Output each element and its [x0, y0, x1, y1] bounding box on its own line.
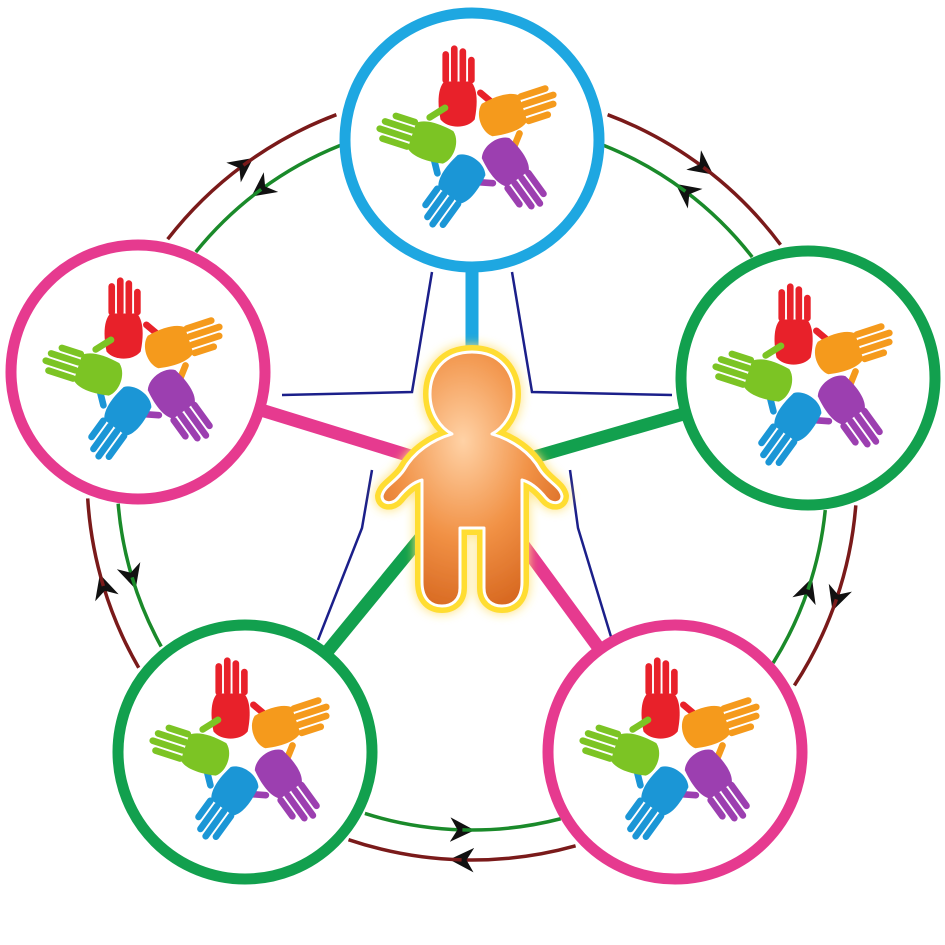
outer-ring-arrow: [792, 598, 839, 687]
outer-ring-arrow: [85, 498, 106, 587]
inner-ring-arrow: [364, 811, 475, 842]
outer-ring-arrow: [702, 165, 782, 246]
inner-ring-arrow: [194, 187, 263, 254]
person-icon: [375, 345, 569, 613]
inner-ring-arrow: [771, 577, 816, 665]
connection-rings: [85, 113, 858, 873]
outer-ring-arrow: [828, 505, 858, 611]
node-bottom-right: [542, 619, 808, 885]
node-bottom-left: [112, 619, 378, 885]
outer-ring-arrow: [449, 844, 577, 873]
inner-ring-arrow: [675, 183, 754, 259]
outer-ring-arrow: [166, 157, 254, 241]
center-person: [375, 345, 569, 613]
inner-ring-arrow: [806, 509, 828, 591]
outer-ring-arrow: [95, 574, 141, 669]
inner-ring-arrow: [130, 576, 163, 648]
inner-ring-arrow: [603, 143, 687, 193]
node-left: [5, 239, 271, 505]
node-top: [339, 7, 605, 273]
node-circles: [5, 7, 941, 885]
inner-ring-arrow: [462, 817, 562, 832]
star-line: [281, 271, 673, 641]
node-ring: [112, 619, 378, 885]
outer-ring-arrow: [347, 838, 462, 862]
inner-ring-arrow: [116, 503, 141, 590]
node-ring: [5, 239, 271, 505]
node-ring: [339, 7, 605, 273]
outer-ring-arrow: [242, 113, 337, 167]
outer-ring-arrow: [607, 113, 714, 175]
person-body: [380, 350, 564, 608]
node-ring: [542, 619, 808, 885]
inner-ring-arrow: [251, 143, 341, 197]
node-right: [675, 245, 941, 511]
node-ring: [675, 245, 941, 511]
star-lines: [281, 271, 673, 641]
